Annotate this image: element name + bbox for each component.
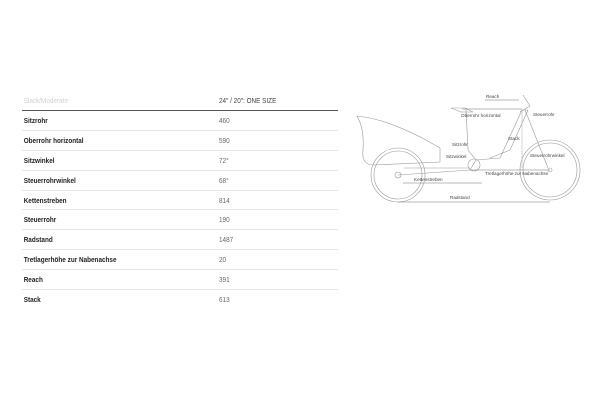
row-label: Sitzwinkel (23, 155, 55, 165)
row-value: 190 (219, 215, 230, 225)
table-row: Radstand 1487 (22, 230, 338, 251)
row-value: 814 (219, 195, 230, 205)
label-steuerrohr: Steuerrohr (533, 112, 555, 117)
row-value: 1487 (219, 235, 234, 245)
row-value: 460 (219, 115, 230, 125)
geometry-table: Slack/Moderate 24" / 20": ONE SIZE Sitzr… (22, 90, 338, 309)
table-header: Slack/Moderate 24" / 20": ONE SIZE (22, 90, 338, 111)
row-label: Steuerrohr (23, 215, 57, 225)
table-row: Oberrohr horizontal 590 (22, 131, 338, 151)
table-row: Kettenstreben 814 (22, 191, 338, 211)
label-oberrohr: Oberrohr horizontal (461, 113, 501, 118)
label-reach: Reach (486, 94, 500, 99)
row-value: 613 (219, 294, 230, 304)
row-label: Tretlagerhöhe zur Nabenachse (23, 255, 117, 265)
table-row: Sitzrohr 460 (22, 111, 338, 131)
table-row: Sitzwinkel 72° (22, 151, 338, 171)
label-stack: Stack (508, 136, 520, 141)
label-kettenstreben: Kettenstreben (414, 177, 443, 182)
header-label: Slack/Moderate (23, 95, 68, 105)
label-radstand: Radstand (450, 195, 470, 200)
row-value: 20 (219, 255, 227, 265)
table-row: Steuerrohrwinkel 68° (22, 171, 338, 191)
row-label: Sitzrohr (23, 115, 48, 125)
row-label: Stack (23, 294, 41, 304)
label-sitzwinkel: Sitzwinkel (446, 154, 466, 159)
row-label: Steuerrohrwinkel (23, 175, 76, 185)
label-tretlager: Tretlagerhöhe zur Nabenachse (485, 171, 549, 176)
label-steuerrohrwinkel: Steuerrohrwinkel (530, 153, 564, 158)
row-value: 68° (219, 175, 229, 185)
table-row: Reach 391 (22, 270, 338, 291)
row-label: Radstand (23, 235, 53, 245)
row-label: Oberrohr horizontal (23, 135, 84, 145)
row-value: 72° (219, 155, 229, 165)
label-sitzrohr: Sitzrohr (452, 142, 468, 147)
table-row: Tretlagerhöhe zur Nabenachse 20 (22, 250, 338, 271)
row-value: 391 (219, 275, 230, 285)
row-label: Reach (23, 275, 43, 285)
table-row: Steuerrohr 190 (22, 210, 338, 231)
row-label: Kettenstreben (23, 195, 67, 205)
header-size: 24" / 20": ONE SIZE (219, 95, 277, 105)
row-value: 590 (219, 135, 230, 145)
table-row: Stack 613 (22, 290, 338, 309)
